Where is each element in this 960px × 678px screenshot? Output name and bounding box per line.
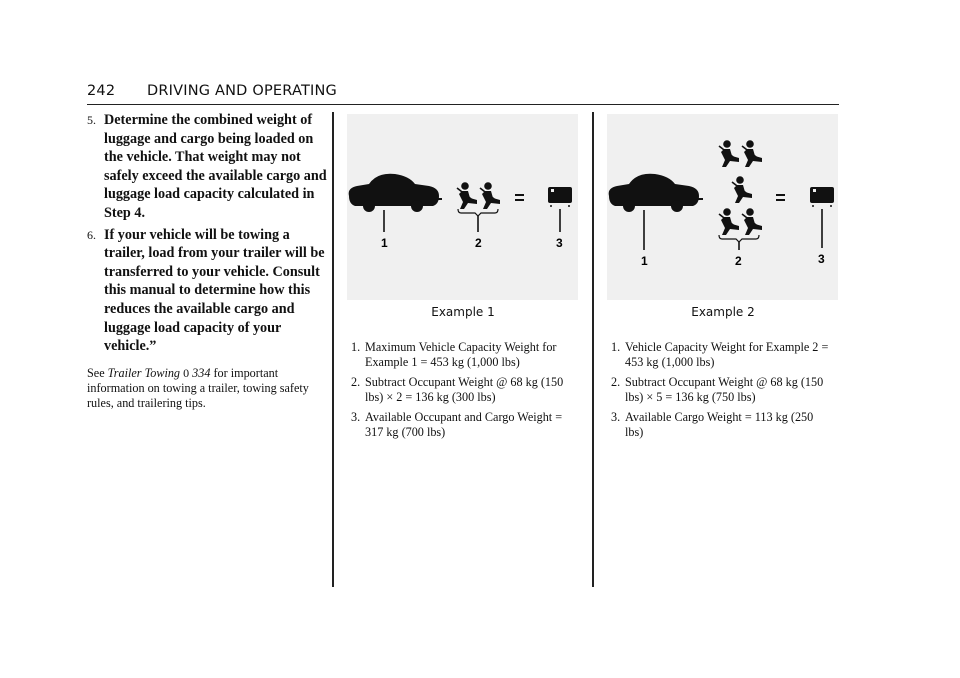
- seated-occupant-icon: [731, 175, 753, 204]
- seated-occupant-icon: [479, 181, 501, 210]
- step-text: Determine the combined weight of luggage…: [104, 112, 327, 221]
- seated-occupant-icon: [718, 139, 740, 168]
- label-2: 2: [475, 236, 482, 250]
- label-1: 1: [641, 254, 648, 268]
- step-number: 5.: [87, 113, 96, 127]
- list-item: 2. Subtract Occupant Weight @ 68 kg (150…: [351, 374, 564, 405]
- seated-occupant-icon: [718, 207, 740, 236]
- example-1-caption: Example 1: [431, 305, 495, 319]
- car-icon: [348, 173, 439, 212]
- list-item: 3. Available Cargo Weight = 113 kg (250 …: [611, 409, 814, 440]
- label-2: 2: [735, 254, 742, 268]
- page-header: 242 DRIVING AND OPERATING: [87, 82, 839, 105]
- list-item: 1. Vehicle Capacity Weight for Example 2…: [611, 340, 829, 370]
- equals-sign: [515, 194, 524, 196]
- step-6: 6. If your vehicle will be towing a trai…: [87, 226, 327, 356]
- minus-sign: [434, 198, 442, 200]
- seated-occupant-icon: [741, 207, 763, 236]
- column-divider: [332, 112, 334, 587]
- label-1: 1: [381, 236, 388, 250]
- example-2-caption: Example 2: [691, 305, 755, 319]
- list-item: 3. Available Occupant and Cargo Weight =…: [351, 409, 563, 440]
- luggage-icon: [547, 186, 573, 208]
- seated-occupant-icon: [741, 139, 763, 168]
- step-number: 6.: [87, 227, 96, 242]
- see-note: See Trailer Towing 0 334 for important i…: [87, 365, 309, 410]
- luggage-icon: [809, 186, 835, 208]
- example-2-figure: 1 2 3: [607, 114, 838, 300]
- equals-sign: [776, 194, 785, 196]
- example-2-list: 1. Vehicle Capacity Weight for Example 2…: [607, 340, 832, 444]
- seated-occupant-icon: [456, 181, 478, 210]
- column-divider: [592, 112, 594, 587]
- label-3: 3: [818, 252, 825, 266]
- example-1-figure: 1 2 3: [347, 114, 578, 300]
- trailer-towing-link[interactable]: Trailer Towing: [107, 365, 181, 380]
- step-text: If your vehicle will be towing a trailer…: [104, 226, 325, 355]
- list-item: 1. Maximum Vehicle Capacity Weight for E…: [351, 340, 557, 370]
- step-5: 5. Determine the combined weight of lugg…: [87, 111, 327, 223]
- text-column: 5. Determine the combined weight of lugg…: [87, 111, 327, 411]
- page-number: 242: [87, 83, 116, 99]
- minus-sign: [695, 198, 703, 200]
- car-icon: [608, 173, 699, 212]
- page-ref[interactable]: 334: [192, 365, 211, 380]
- label-3: 3: [556, 236, 563, 250]
- example-1-list: 1. Maximum Vehicle Capacity Weight for E…: [347, 340, 572, 444]
- page-ref-arrow-icon: 0: [183, 365, 190, 380]
- list-item: 2. Subtract Occupant Weight @ 68 kg (150…: [611, 374, 824, 405]
- section-title: DRIVING AND OPERATING: [147, 83, 337, 99]
